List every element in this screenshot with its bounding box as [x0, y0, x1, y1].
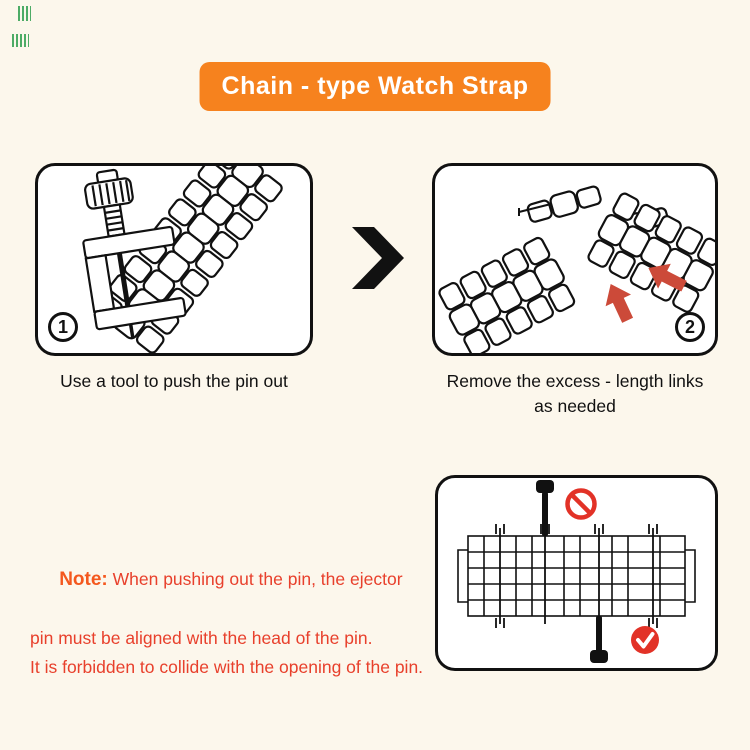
band-cross-section: [457, 535, 696, 617]
page-title: Chain - type Watch Strap: [221, 72, 529, 100]
watermark-icon: [12, 34, 29, 47]
red-arrow-icon: [648, 263, 687, 292]
pin-removal-tool-illustration: [82, 166, 287, 353]
step2-number-badge: 2: [675, 312, 705, 342]
title-banner: Chain - type Watch Strap: [199, 62, 551, 111]
note-block: Note: When pushing out the pin, the ejec…: [30, 537, 462, 681]
step2-panel: 2: [432, 163, 718, 356]
pin-alignment-illustration: [457, 480, 696, 663]
ejector-pin-icon: [536, 480, 554, 536]
spring-bar-pins: [495, 524, 658, 628]
step2-caption: Remove the excess - length links as need…: [432, 369, 718, 418]
separated-links-illustration: [435, 185, 715, 353]
watermark-icon: [18, 6, 31, 21]
note-line-2: pin must be aligned with the head of the…: [30, 628, 373, 649]
removed-links-illustration: [526, 185, 602, 223]
step2-number: 2: [684, 316, 695, 337]
step2-caption-line2: as needed: [534, 395, 616, 416]
band-segment-left: [435, 234, 579, 353]
step1-panel: 1: [35, 163, 313, 356]
link-remover-tool-icon: [82, 168, 187, 339]
note-line-3: It is forbidden to collide with the open…: [30, 656, 424, 677]
prohibition-icon: [565, 488, 597, 520]
step1-number: 1: [57, 316, 68, 337]
chevron-right-icon: [352, 227, 404, 289]
band-segment-right: [583, 189, 715, 316]
loose-pin-icon: [518, 203, 552, 216]
pin-alignment-panel: [435, 475, 718, 671]
red-arrow-icon: [605, 284, 634, 323]
note-label: Note:: [59, 569, 108, 591]
step1-caption: Use a tool to push the pin out: [60, 371, 288, 391]
step2-caption-line1: Remove the excess - length links: [446, 371, 704, 391]
step1-number-badge: 1: [48, 312, 78, 342]
check-icon: [631, 626, 659, 654]
pushed-out-pin-icon: [590, 616, 608, 663]
note-line-1: When pushing out the pin, the ejector: [107, 569, 403, 590]
